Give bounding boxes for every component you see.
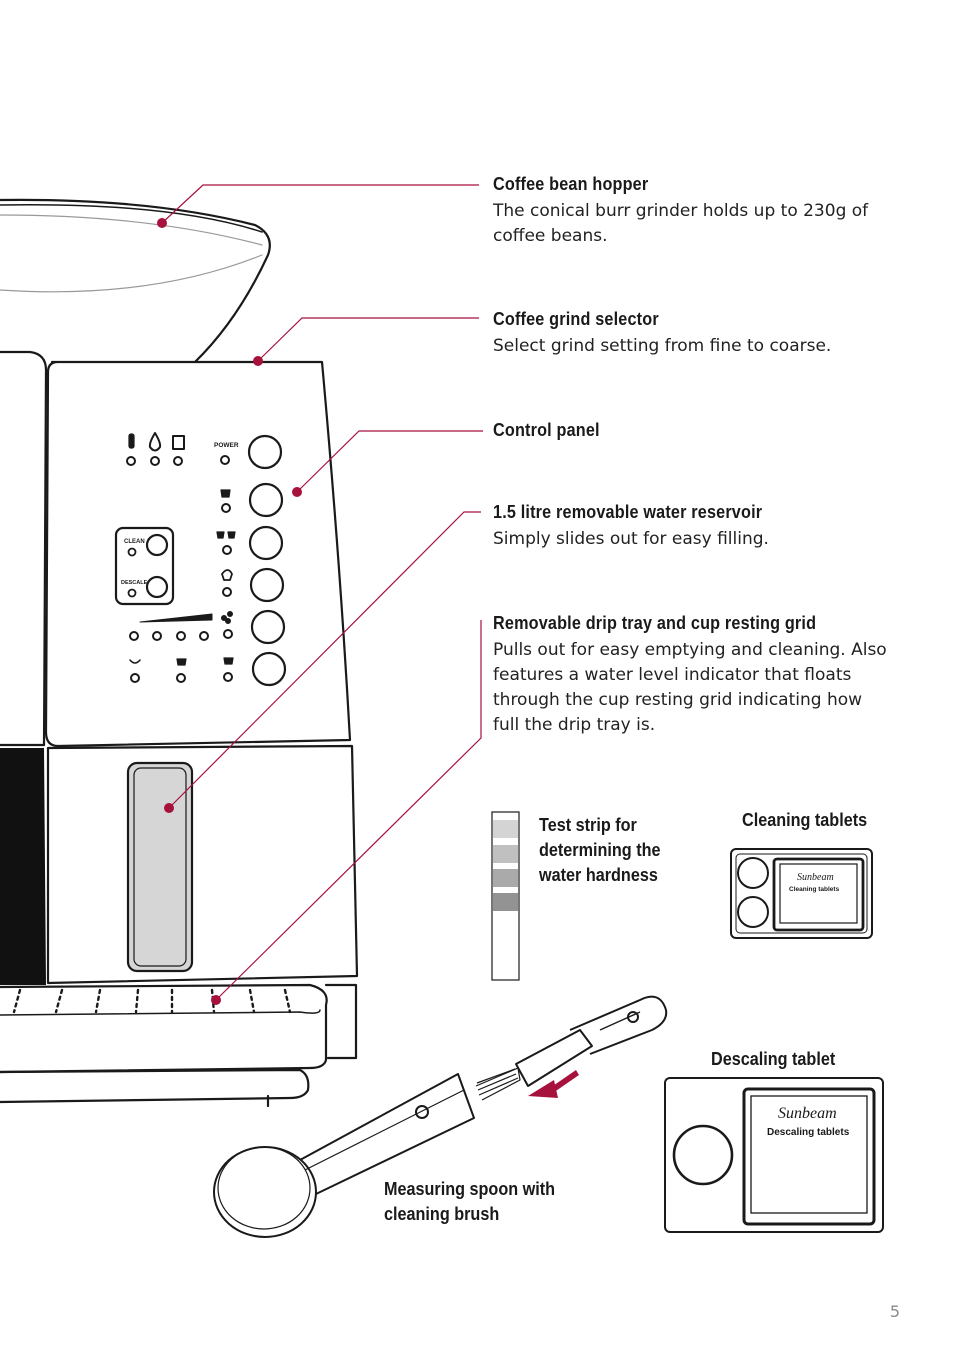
measuring-spoon [213, 995, 668, 1238]
brand-logo-small: Sunbeam [797, 872, 834, 883]
callout-desc: Select grind setting from fine to coarse… [493, 336, 832, 356]
callout-drip-tray: Removable drip tray and cup resting grid… [493, 611, 888, 738]
drip-grid-slots [12, 988, 292, 1014]
page-number: 5 [889, 1302, 900, 1321]
direction-arrow-icon [528, 1070, 579, 1098]
spoon-label: Measuring spoon with cleaning brush [384, 1179, 556, 1224]
callout-bean-hopper: Coffee bean hopper The conical burr grin… [493, 172, 913, 249]
machine-dark-side [0, 748, 46, 985]
drip-tray [0, 983, 358, 1108]
callout-water-reservoir: 1.5 litre removable water reservoir Simp… [493, 500, 913, 552]
callout-title: Coffee grind selector [493, 309, 659, 329]
callout-title: Coffee bean hopper [493, 174, 649, 194]
cleaning-pack-label: Cleaning tablets [789, 886, 840, 893]
cleaning-tablets-label: Cleaning tablets [742, 810, 868, 830]
callout-leaders [161, 184, 483, 1001]
panel-indicator-lights [126, 455, 233, 683]
test-strip [491, 811, 520, 981]
strength-wedge [139, 613, 213, 623]
brush [475, 1067, 521, 1101]
callout-title: Removable drip tray and cup resting grid [493, 613, 817, 633]
bean-hopper [0, 198, 271, 364]
callout-control-panel: Control panel [493, 418, 913, 442]
clean-label: CLEAN [124, 539, 145, 545]
callout-desc: The conical burr grinder holds up to 230… [493, 201, 869, 246]
power-label: POWER [214, 442, 239, 449]
callout-dots [157, 218, 302, 1005]
test-strip-label: Test strip for determining the water har… [539, 815, 661, 885]
descaling-tablet-pack [664, 1077, 884, 1233]
panel-buttons [247, 434, 287, 687]
control-panel-body [44, 360, 352, 748]
descale-label: DESCALE [121, 580, 148, 586]
callout-title: 1.5 litre removable water reservoir [493, 502, 763, 522]
descaling-pack-label: Descaling tablets [767, 1127, 850, 1138]
callout-desc: Simply slides out for easy filling. [493, 529, 769, 549]
brand-logo-large: Sunbeam [778, 1105, 837, 1122]
callout-title: Control panel [493, 420, 600, 440]
reservoir-body [46, 744, 359, 985]
reservoir-window [126, 761, 194, 973]
callout-grind-selector: Coffee grind selector Select grind setti… [493, 307, 913, 359]
cleaning-tablets-pack [730, 848, 873, 939]
machine-left-side [0, 350, 48, 747]
panel-icons [128, 432, 236, 666]
descaling-tablet-label: Descaling tablet [711, 1049, 836, 1069]
callout-desc: Pulls out for easy emptying and cleaning… [493, 640, 887, 735]
clean-descale-box [114, 526, 175, 606]
